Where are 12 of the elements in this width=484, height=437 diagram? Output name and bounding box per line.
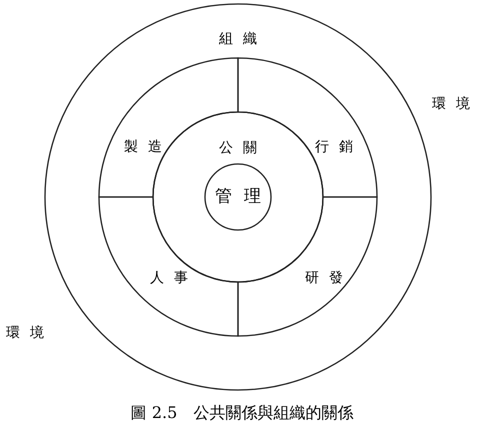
circle [205,164,271,230]
region-label: 環境 [6,326,54,340]
node-label: 管理 [214,188,273,206]
node-label: 製造 [123,140,172,154]
outer-circle [45,4,431,390]
node-label: 公關 [218,141,267,155]
node-label: 人事 [149,271,198,285]
figure-caption: 圖 2.5 公共關係與組織的關係 [130,403,354,424]
region-label: 環境 [432,97,480,111]
node-label: 行銷 [314,140,363,154]
node-label: 組織 [218,32,267,46]
node-label: 研發 [304,271,353,285]
